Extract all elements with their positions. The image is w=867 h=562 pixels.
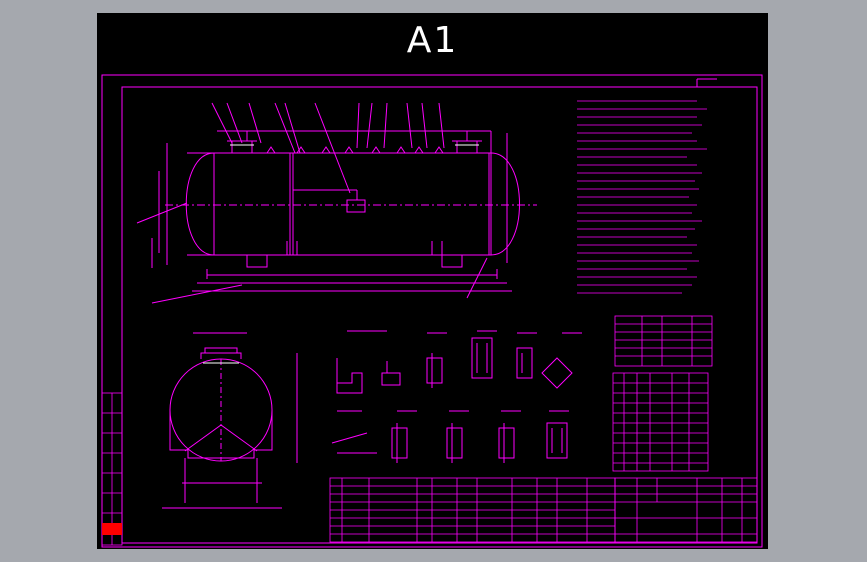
parts-list-table bbox=[329, 477, 616, 543]
drawing-sheet: A1 bbox=[97, 13, 768, 549]
cad-drawing bbox=[101, 74, 763, 548]
design-data-table bbox=[614, 315, 713, 367]
technical-notes bbox=[577, 100, 707, 294]
tank-front-view bbox=[136, 102, 537, 304]
inner-frame bbox=[121, 86, 758, 544]
title-block bbox=[614, 477, 758, 543]
sheet-size-label: A1 bbox=[406, 20, 459, 61]
nozzle-table bbox=[612, 372, 709, 472]
tank-side-view bbox=[162, 332, 298, 509]
outer-frame bbox=[101, 74, 763, 548]
detail-views bbox=[331, 330, 582, 463]
revision-strip bbox=[101, 392, 123, 546]
red-marker bbox=[102, 523, 122, 535]
